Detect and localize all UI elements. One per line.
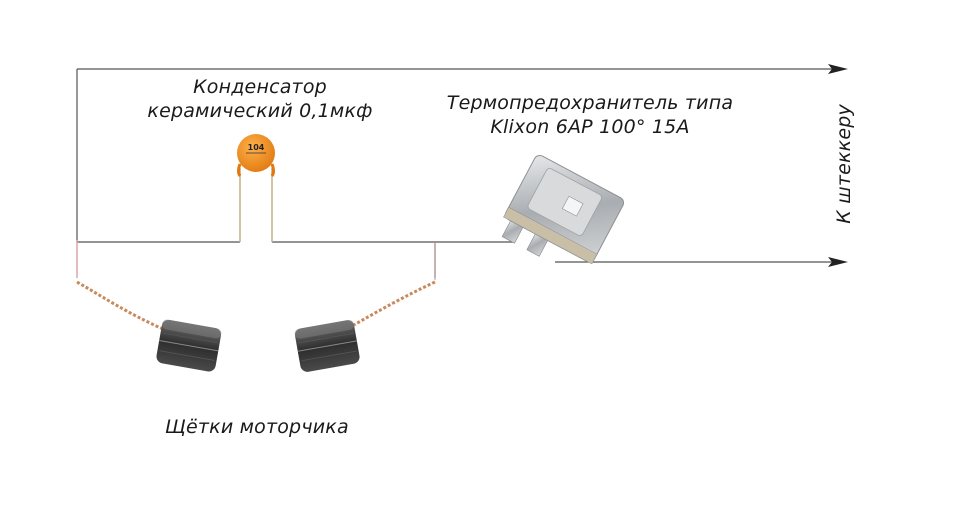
brush-right-lead [344, 280, 436, 332]
brush-right-icon [294, 319, 360, 372]
capacitor-label: Конденсатор керамический 0,1мкф [140, 76, 380, 124]
brush-left-icon [156, 319, 222, 372]
capacitor-label-line2: керамический 0,1мкф [147, 99, 373, 122]
wire-top [76, 68, 835, 242]
capacitor-label-line1: Конденсатор [193, 76, 327, 98]
brushes-label: Щётки моторчика [165, 416, 349, 438]
fuse-label-line1: Термопредохранитель типа [446, 92, 734, 114]
capacitor-icon [237, 134, 275, 242]
wire-middle [76, 240, 515, 280]
brush-left-lead [76, 280, 166, 332]
capacitor-marking: 104 [248, 143, 265, 152]
arrow-top-icon [828, 64, 848, 74]
thermal-fuse-icon [501, 155, 625, 265]
arrow-bottom-icon [828, 257, 848, 267]
plug-label: К штеккеру [833, 104, 856, 224]
fuse-label-line2: Klixon 6AP 100° 15A [490, 115, 690, 138]
fuse-label: Термопредохранитель типа Klixon 6AP 100°… [445, 92, 735, 140]
